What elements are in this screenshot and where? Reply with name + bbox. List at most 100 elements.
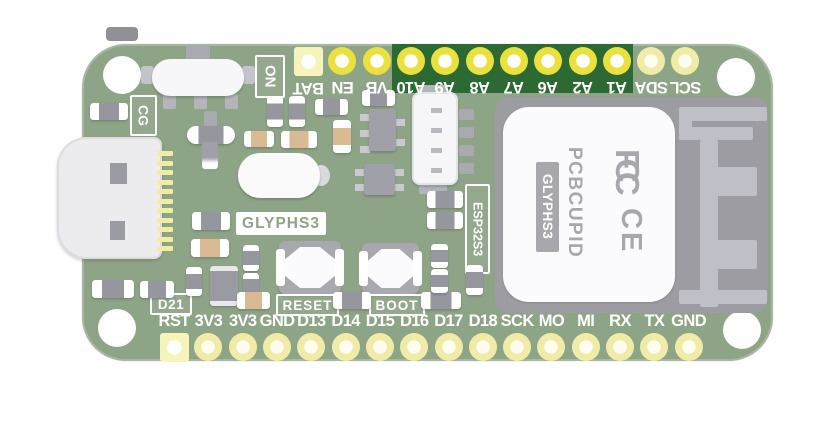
pin-pad xyxy=(365,333,394,361)
ic-sot23 xyxy=(360,146,370,153)
ic-chip xyxy=(210,266,238,306)
wifi-antenna-icon xyxy=(679,107,767,307)
pin-d17: D17 xyxy=(431,312,465,362)
pin-label: D13 xyxy=(297,312,326,330)
pin-pad xyxy=(431,47,460,75)
pin-pad xyxy=(397,47,426,75)
usb-pin xyxy=(157,179,173,185)
pin-label: D17 xyxy=(434,312,463,330)
resistor xyxy=(466,265,483,295)
pin-pad xyxy=(637,47,666,75)
pin-sda: SDA xyxy=(634,47,668,97)
pin-mi: MI xyxy=(569,312,603,362)
usb-pin xyxy=(157,189,173,194)
pin-pad xyxy=(159,333,189,362)
pin-label: RX xyxy=(609,312,631,330)
capacitor xyxy=(237,292,270,309)
pin-d13: D13 xyxy=(294,312,328,362)
pin-d15: D15 xyxy=(363,312,397,362)
rf-shield xyxy=(503,107,675,302)
ic-sot23 xyxy=(360,130,370,137)
jst-tab xyxy=(419,85,447,94)
pin-pad xyxy=(640,333,669,361)
transistor-tab xyxy=(204,111,217,128)
resistor xyxy=(186,267,202,296)
pin-pad xyxy=(534,47,563,75)
pin-pad xyxy=(503,333,532,361)
pin-d18: D18 xyxy=(466,312,500,362)
capacitor xyxy=(244,131,274,147)
pin-pad xyxy=(571,333,600,361)
pin-bat: BAT xyxy=(291,47,325,97)
ic-sot23 xyxy=(360,114,370,121)
pin-label: D16 xyxy=(399,312,429,330)
pin-label: SDA xyxy=(634,78,668,96)
reset-button xyxy=(276,241,344,294)
pin-pad xyxy=(465,47,494,75)
resistor xyxy=(427,191,463,208)
module-side-label: ESP32S3 xyxy=(465,184,490,274)
pin-pad xyxy=(400,333,429,361)
pin-d16: D16 xyxy=(397,312,431,362)
pin-gnd: GND xyxy=(671,312,707,362)
resistor xyxy=(431,269,448,293)
pin-label: D18 xyxy=(468,312,498,330)
pin-pad xyxy=(228,333,257,361)
switch-on-label: ON xyxy=(255,55,285,98)
power-switch xyxy=(152,59,244,96)
pin-pad xyxy=(606,333,634,361)
resistor xyxy=(315,99,348,115)
mounting-hole-top-left xyxy=(103,56,141,94)
pin-label: A7 xyxy=(503,78,524,96)
usb-c-connector xyxy=(57,137,162,259)
switch-tab xyxy=(141,66,154,84)
pin-label: A9 xyxy=(435,78,456,96)
pin-pad xyxy=(468,333,497,361)
pin-pad xyxy=(297,333,326,361)
pin-pad xyxy=(602,47,631,75)
resistor xyxy=(333,292,371,309)
edge-component xyxy=(106,27,138,41)
board-name-label: GLYPHS3 xyxy=(236,212,326,235)
switch-leg xyxy=(194,94,207,109)
pin-label: TX xyxy=(644,312,665,330)
capacitor xyxy=(281,131,317,148)
resistor xyxy=(92,280,134,298)
pin-pad xyxy=(362,47,391,75)
usb-contact xyxy=(110,221,125,240)
usb-pin xyxy=(157,160,173,166)
switch-tab xyxy=(242,66,255,84)
ic-sot23 xyxy=(394,184,404,191)
pin-label: A2 xyxy=(572,78,593,96)
resistor xyxy=(431,244,448,268)
capacitor xyxy=(191,239,229,257)
pin-scl: SCL xyxy=(668,47,702,97)
pin-label: MI xyxy=(577,312,595,330)
switch-knob xyxy=(186,45,210,62)
ic-chip xyxy=(364,164,395,195)
pin-a1: A1 xyxy=(600,47,634,97)
pin-pad xyxy=(263,333,292,361)
cg-label: CG xyxy=(130,95,157,136)
resistor xyxy=(289,96,305,127)
pin-label: RST xyxy=(158,312,191,330)
pin-a7: A7 xyxy=(497,47,531,97)
pin-label: D15 xyxy=(365,312,395,330)
shield-model-label: GLYPHS3 xyxy=(536,162,559,252)
transistor-body xyxy=(187,126,235,144)
pin-vb: VB xyxy=(360,47,394,97)
pin-en: EN xyxy=(325,47,359,97)
ic-chip xyxy=(369,109,396,151)
pin-pad xyxy=(331,333,360,361)
reset-button-cap xyxy=(285,247,335,288)
pin-pad xyxy=(537,333,566,361)
crystal-oscillator xyxy=(238,153,320,198)
jst-pad xyxy=(459,163,474,174)
switch-leg xyxy=(225,94,238,109)
pin-3v3: 3V3 xyxy=(191,312,225,362)
pin-d14: D14 xyxy=(328,312,362,362)
pin-rst: RST xyxy=(157,312,191,362)
resistor xyxy=(243,245,259,271)
pin-a8: A8 xyxy=(462,47,496,97)
